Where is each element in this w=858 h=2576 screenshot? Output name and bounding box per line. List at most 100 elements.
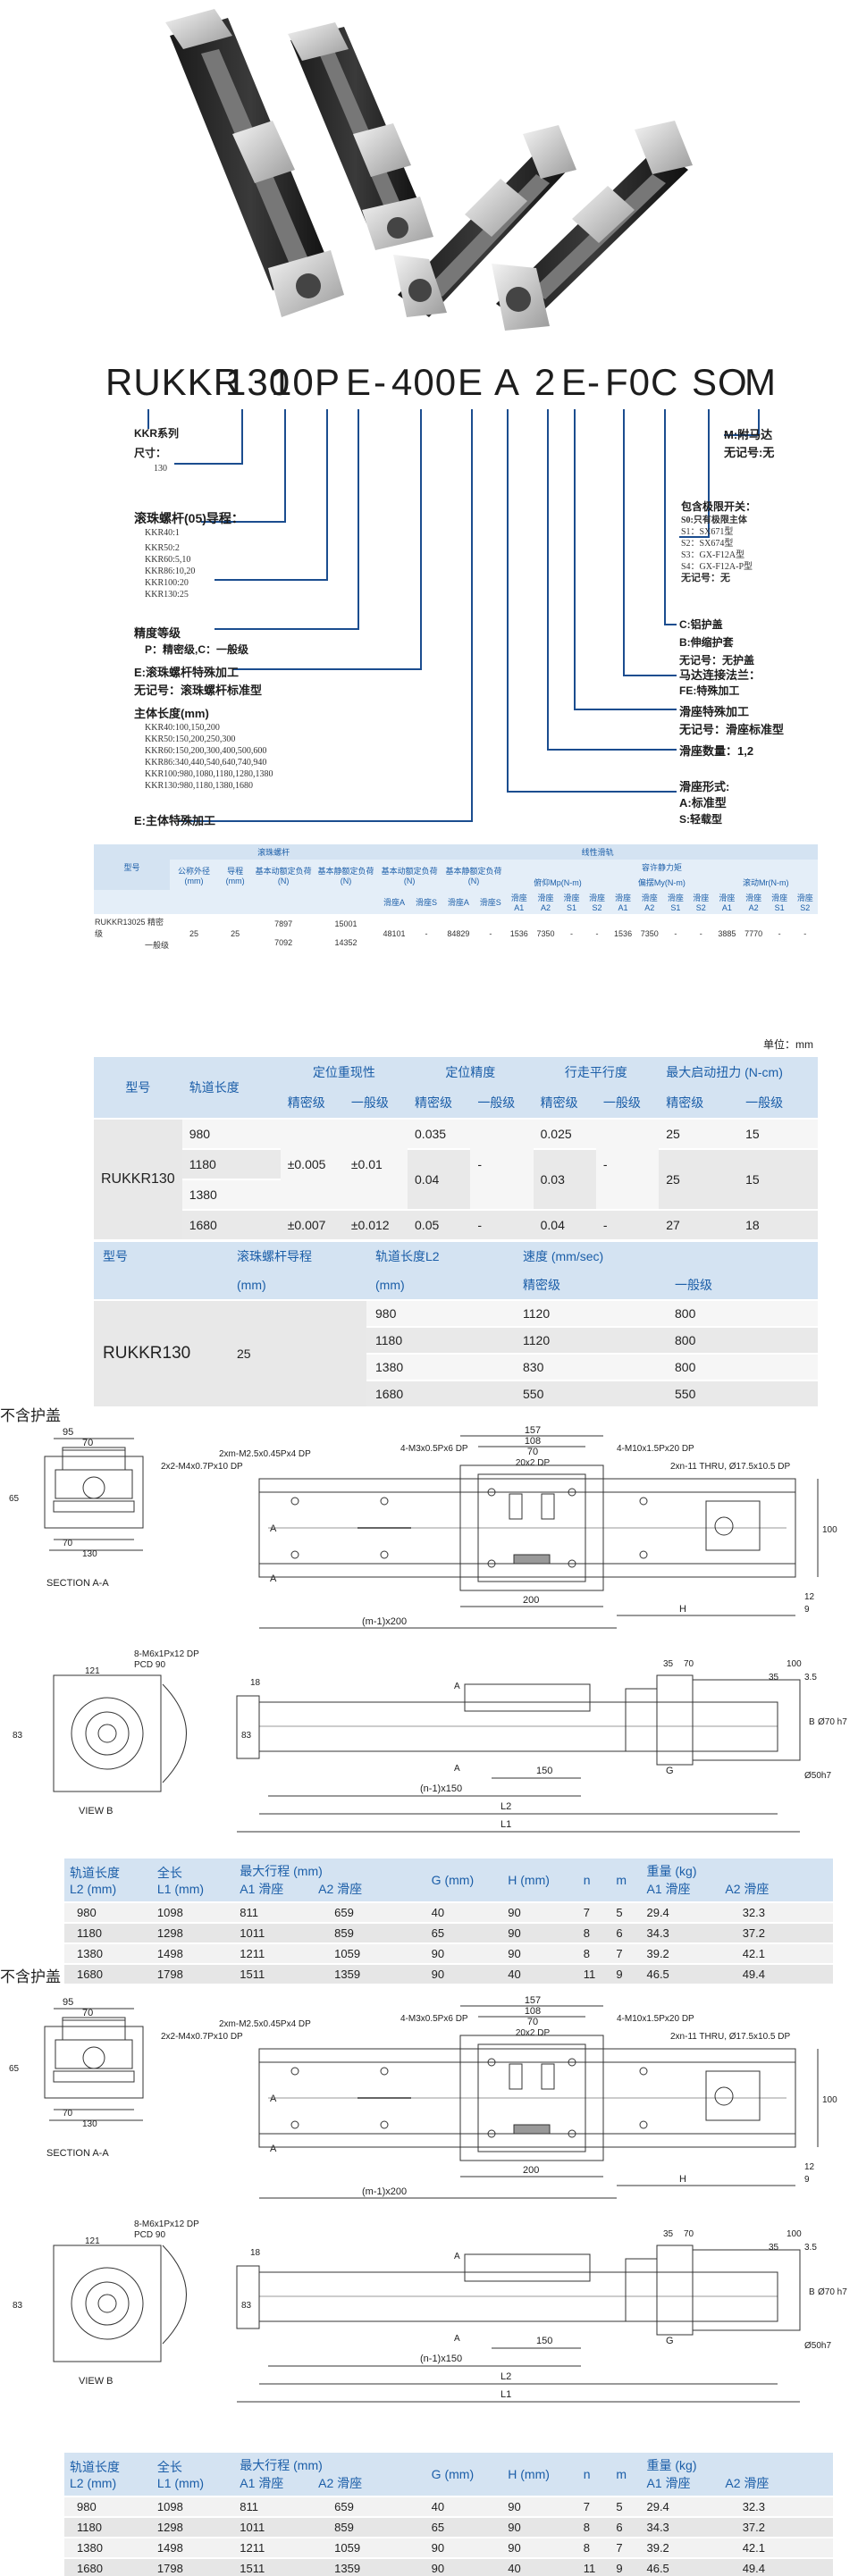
stroke-cell: 1498 xyxy=(151,1942,235,1964)
stroke-head: m xyxy=(610,1859,642,1902)
spec-col-lead: 导程(mm) xyxy=(217,860,253,890)
spec-sub: 滑座S xyxy=(410,890,442,914)
stroke-cell: 7 xyxy=(577,1901,611,1923)
acc-col-model: 型号 xyxy=(94,1057,182,1119)
lead-value: KKR86:10,20 xyxy=(145,566,196,576)
drawing-label: B xyxy=(809,1717,815,1727)
drawing-label: 12 xyxy=(804,2162,815,2172)
code-dash-2: - xyxy=(587,361,601,403)
acc-cell: 980 xyxy=(181,1118,281,1149)
length-value: KKR86:340,440,540,640,740,940 xyxy=(145,758,267,768)
acc-cell: ±0.012 xyxy=(343,1209,408,1239)
drawing-label: 8-M6x1Px12 DP xyxy=(134,1649,199,1659)
accuracy-table: 型号 轨道长度 定位重现性 定位精度 行走平行度 最大启动扭力 (N-cm) 精… xyxy=(94,1057,818,1239)
spec-sub: 滑座A2 xyxy=(635,890,663,914)
stroke-cell: 1211 xyxy=(234,2537,330,2558)
spec-col-dyn: 基本动额定负荷(N) xyxy=(252,860,315,890)
stroke-cell: 7 xyxy=(610,1942,642,1964)
label-flange-special: FE:特殊加工 xyxy=(679,684,740,697)
drawing-circle xyxy=(714,1516,734,1536)
drawing-rect xyxy=(44,1456,144,1529)
drawing-label: Ø70 h7 xyxy=(818,1717,847,1727)
lead-value: KKR130:25 xyxy=(145,590,189,600)
drawing-label: 2x2-M4x0.7Px10 DP xyxy=(161,1462,243,1472)
drawing-label: 100 xyxy=(786,2229,802,2239)
spec-val: 1536 xyxy=(505,914,533,952)
label-motor: M:附马达 xyxy=(724,428,773,441)
stroke-cell: 1180 xyxy=(64,1922,152,1943)
stroke-head: m xyxy=(610,2453,642,2496)
drawing-label: A xyxy=(270,1523,277,1534)
stroke-cell: 90 xyxy=(502,2496,578,2517)
stroke-cell: 90 xyxy=(425,1963,503,1984)
stroke-cell: 49.4 xyxy=(736,1963,833,1984)
drawing-label: 70 xyxy=(82,1438,93,1448)
drawing-rect xyxy=(464,2253,591,2282)
spd-row: 1180 1120 800 xyxy=(94,1326,818,1354)
drawing-circle xyxy=(639,1497,648,1506)
spec-val: 7770 xyxy=(740,914,767,952)
drawing-label: 8-M6x1Px12 DP xyxy=(134,2219,199,2229)
code-flange: F0 xyxy=(605,361,652,403)
label-slider-special: 滑座特殊加工 xyxy=(679,705,750,718)
spd-sub: (mm) xyxy=(228,1271,366,1300)
drawing-label: Ø50h7 xyxy=(804,2341,831,2351)
drawing-label: 3.5 xyxy=(804,1673,817,1682)
acc-sub: 一般级 xyxy=(738,1087,818,1119)
label-size: 尺寸： xyxy=(134,447,167,459)
spec-val: 84829 xyxy=(442,914,475,952)
drawing-circle xyxy=(380,1550,389,1559)
drawing-label: 4-M3x0.5Px6 DP xyxy=(400,1444,468,1454)
drawing-label: 12 xyxy=(804,1592,815,1602)
length-value: KKR50:150,200,250,300 xyxy=(145,734,236,744)
drawing-label: 150 xyxy=(536,2336,552,2346)
stroke-cell: 1680 xyxy=(64,2557,152,2576)
spec-sub: 滑座A2 xyxy=(532,890,559,914)
drawing-label: 130 xyxy=(82,2119,97,2129)
spec-sub: 滑座A xyxy=(377,890,411,914)
actuator-2 xyxy=(288,22,433,250)
drawing-rect xyxy=(236,1695,260,1759)
drawing-rect xyxy=(55,2039,133,2069)
drawing-label: 121 xyxy=(85,2236,100,2246)
drawing-label: 2xm-M2.5x0.45Px4 DP xyxy=(219,2019,311,2029)
drawing-label: 2xn-11 THRU, Ø17.5x10.5 DP xyxy=(670,2032,790,2042)
stroke-cell: 90 xyxy=(502,1901,578,1923)
stroke-head: n xyxy=(577,1859,611,1902)
spec-val: - xyxy=(559,914,585,952)
lead-value: KKR40:1 xyxy=(145,528,180,538)
acc-col-repeat: 定位重现性 xyxy=(280,1057,408,1087)
drawing-label: 9 xyxy=(804,1605,810,1615)
drawing-circle xyxy=(714,2086,734,2106)
stroke-cell: 1680 xyxy=(64,1963,152,1984)
drawing-rect xyxy=(62,2017,126,2041)
spec-lead: 25 xyxy=(217,914,253,952)
drawing-circle xyxy=(639,1550,648,1559)
stroke-head: H (mm) xyxy=(502,2453,578,2496)
drawing-label: 2xn-11 THRU, Ø17.5x10.5 DP xyxy=(670,1462,790,1472)
stroke-cell: 65 xyxy=(425,2516,503,2538)
spec-sub: 滑座A1 xyxy=(713,890,741,914)
drawing-rect xyxy=(513,1554,551,1565)
stroke-cell: 1298 xyxy=(151,2516,235,2538)
stroke-cell: 29.4 xyxy=(641,1901,737,1923)
stroke-cell: 9 xyxy=(610,1963,642,1984)
stroke-cell: 9 xyxy=(610,2557,642,2576)
spec-col-dia: 公称外径(mm) xyxy=(170,860,218,890)
drawing-label: 70 xyxy=(527,2017,538,2027)
spd-model: RUKKR130 xyxy=(94,1299,228,1406)
drawing-rect xyxy=(541,1493,555,1520)
drawing-label: H xyxy=(679,1604,686,1615)
drawing-label: 70 xyxy=(684,2229,694,2239)
label-slider-type-a: A:标准型 xyxy=(679,796,727,810)
drawing-label: 35 xyxy=(769,1673,779,1682)
drawing-circle xyxy=(487,1559,496,1568)
drawing-label: B xyxy=(809,2287,815,2297)
acc-cell: 0.05 xyxy=(408,1209,471,1239)
stroke-cell: 1011 xyxy=(234,2516,330,2538)
drawing-rect xyxy=(692,1679,801,1761)
